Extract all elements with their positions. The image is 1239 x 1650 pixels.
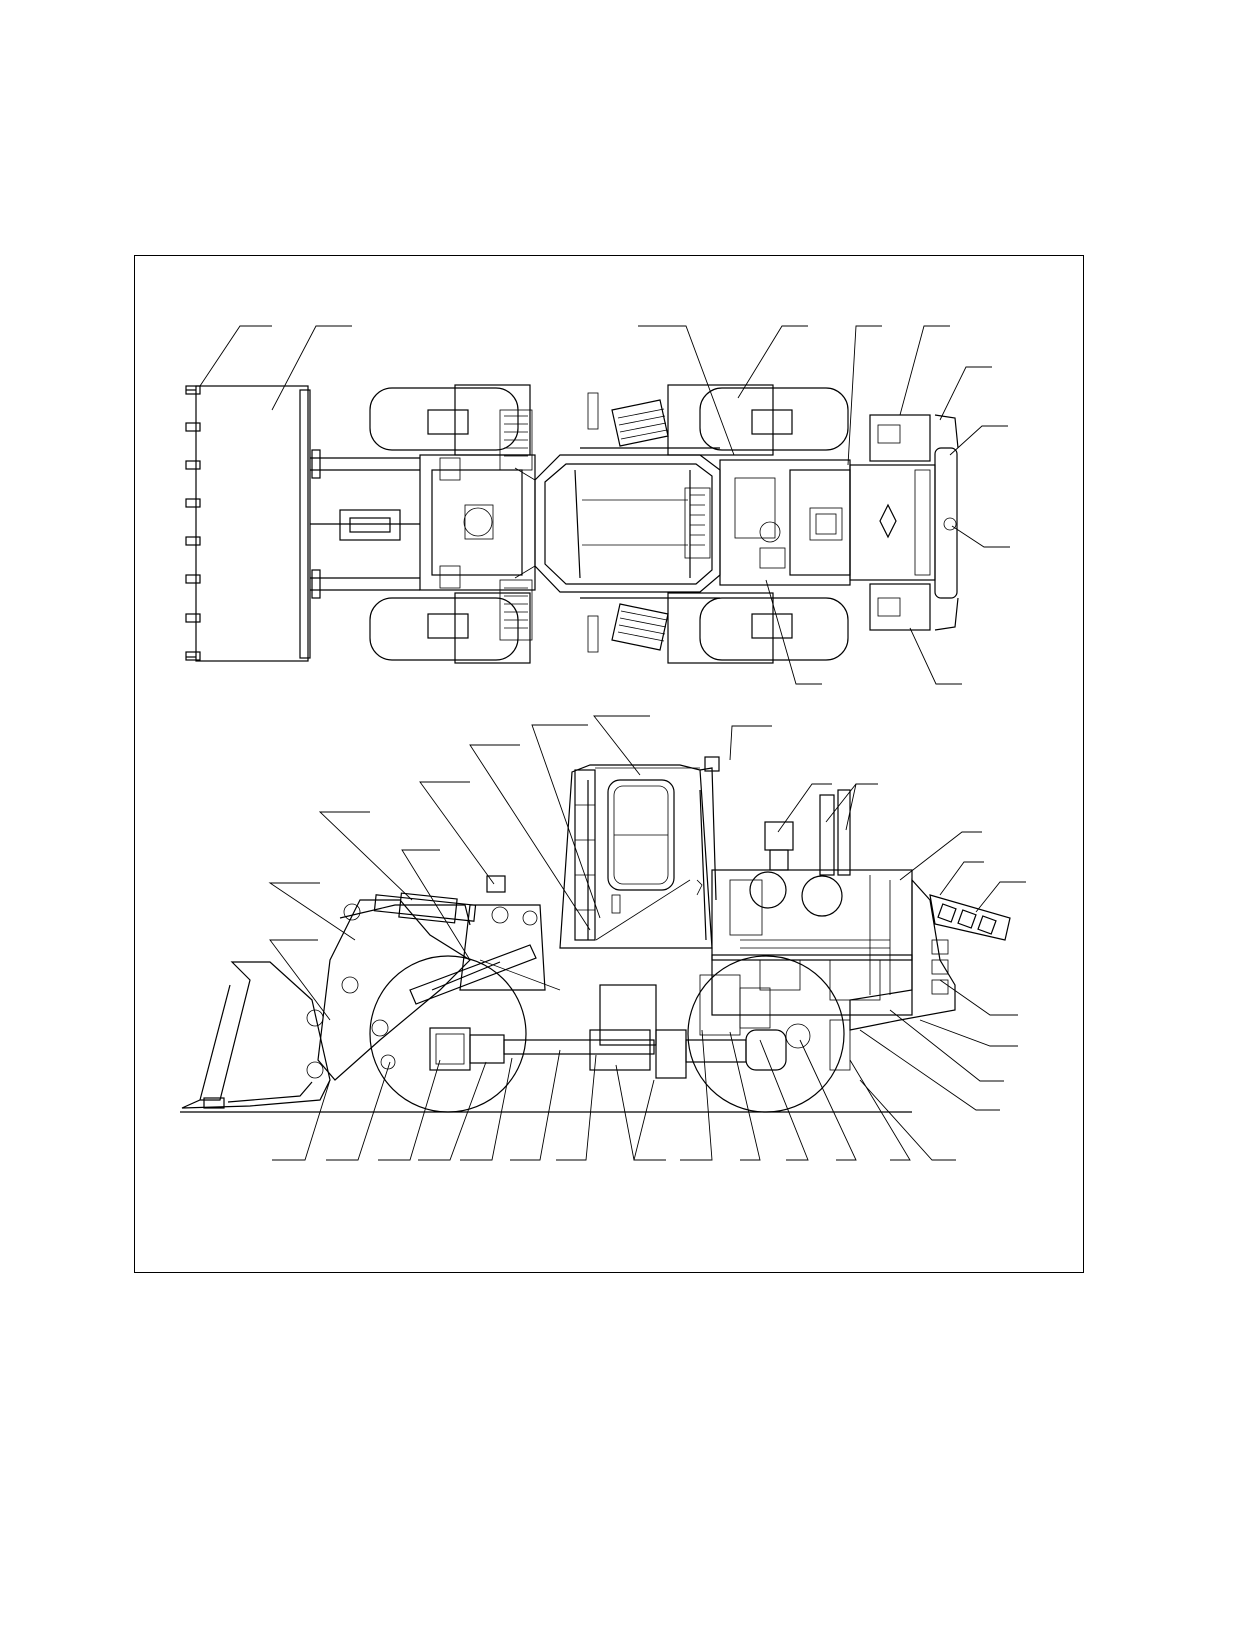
- lift-arms-top: [310, 449, 420, 599]
- rear-frame-top: [684, 459, 851, 586]
- engine-compartment-side: [711, 789, 913, 1016]
- front-wheel-side: [369, 955, 527, 1113]
- cab-side: [559, 756, 720, 949]
- rear-wheel-side: [687, 955, 845, 1113]
- drawing-frame: [134, 255, 1084, 1273]
- lift-cylinder-side: [409, 944, 537, 1005]
- cab-top-view: [514, 447, 721, 599]
- front-frame-top: [419, 409, 536, 641]
- leader-lines-side: [268, 715, 1026, 1161]
- drivetrain-side: [429, 974, 851, 1079]
- counterweight-top: [849, 414, 959, 631]
- side-view: [180, 715, 1026, 1161]
- top-view: [185, 325, 1010, 685]
- bucket-side-view: [181, 961, 331, 1109]
- counterweight-side: [849, 878, 1011, 1031]
- tilt-cylinder-side: [373, 892, 477, 924]
- step-grilles-top: [587, 392, 669, 653]
- boom-side: [317, 899, 471, 1081]
- rear-tires-top: [667, 384, 849, 664]
- front-frame-side: [459, 875, 561, 991]
- leader-lines-top: [199, 325, 1010, 685]
- bucket-teeth: [185, 385, 201, 661]
- bucket-top-view: [185, 385, 311, 662]
